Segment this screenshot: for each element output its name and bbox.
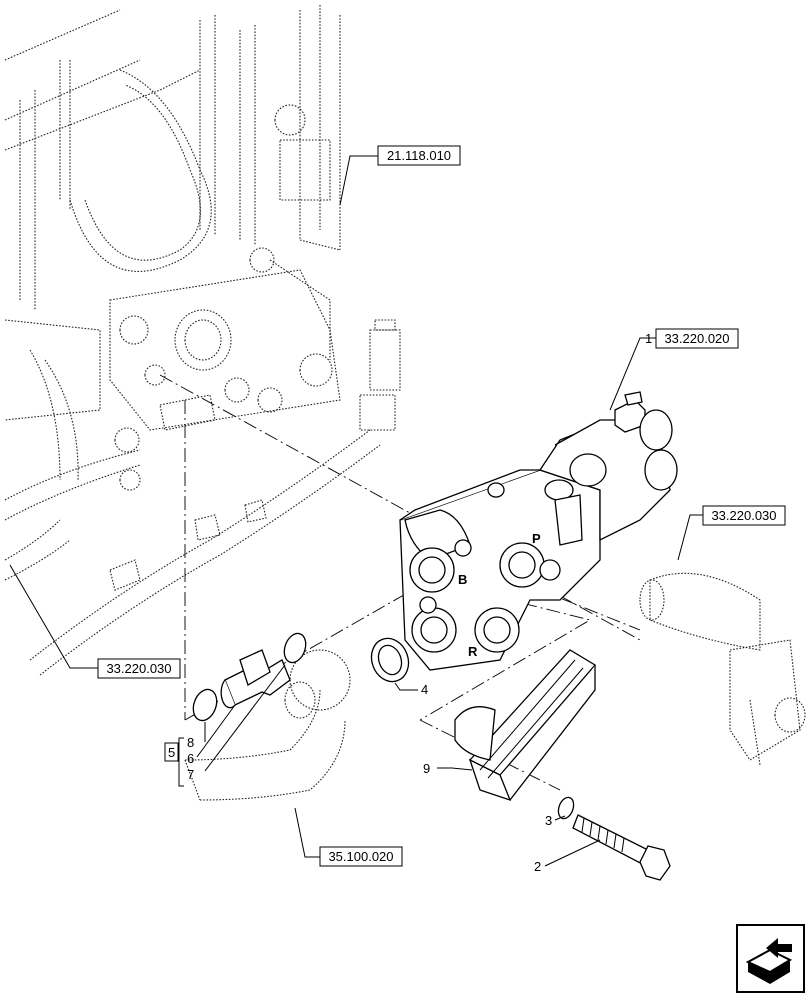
- callout-4: 4: [421, 682, 428, 697]
- leader-lines: [9, 155, 703, 867]
- valve-port-r-mark: R: [468, 644, 478, 659]
- valve-port-b-mark: B: [458, 572, 467, 587]
- callout-3: 3: [545, 813, 552, 828]
- svg-text:33.220.030: 33.220.030: [106, 661, 171, 676]
- svg-text:33.220.020: 33.220.020: [664, 331, 729, 346]
- callout-1: 1: [645, 331, 652, 346]
- next-page-arrow-icon[interactable]: [736, 924, 805, 993]
- engine-block: [4, 5, 806, 801]
- seal-ring: [370, 637, 410, 683]
- callout-9: 9: [423, 761, 430, 776]
- svg-text:21.118.010: 21.118.010: [387, 148, 451, 163]
- clamp-bracket: [454, 649, 596, 802]
- callout-6: 6: [187, 751, 194, 766]
- svg-text:5: 5: [168, 745, 175, 760]
- callout-7: 7: [187, 767, 194, 782]
- bolt: [572, 814, 671, 881]
- ref-box-left[interactable]: 33.220.030: [97, 658, 181, 679]
- svg-text:35.100.020: 35.100.020: [328, 849, 393, 864]
- ref-box-lever[interactable]: 33.220.030: [702, 505, 786, 526]
- ref-box-valve[interactable]: 33.220.020: [655, 328, 739, 349]
- valve-port-p-mark: P: [532, 531, 541, 546]
- ref-box-pipe[interactable]: 35.100.020: [319, 846, 403, 867]
- valve-assembly: [399, 391, 678, 671]
- washer: [557, 796, 575, 820]
- callout-5: 5: [164, 742, 179, 762]
- ref-box-top[interactable]: 21.118.010: [377, 145, 461, 166]
- adapter-fitting: [192, 632, 307, 722]
- svg-text:33.220.030: 33.220.030: [711, 508, 776, 523]
- callout-2: 2: [534, 859, 541, 874]
- callout-8: 8: [187, 735, 194, 750]
